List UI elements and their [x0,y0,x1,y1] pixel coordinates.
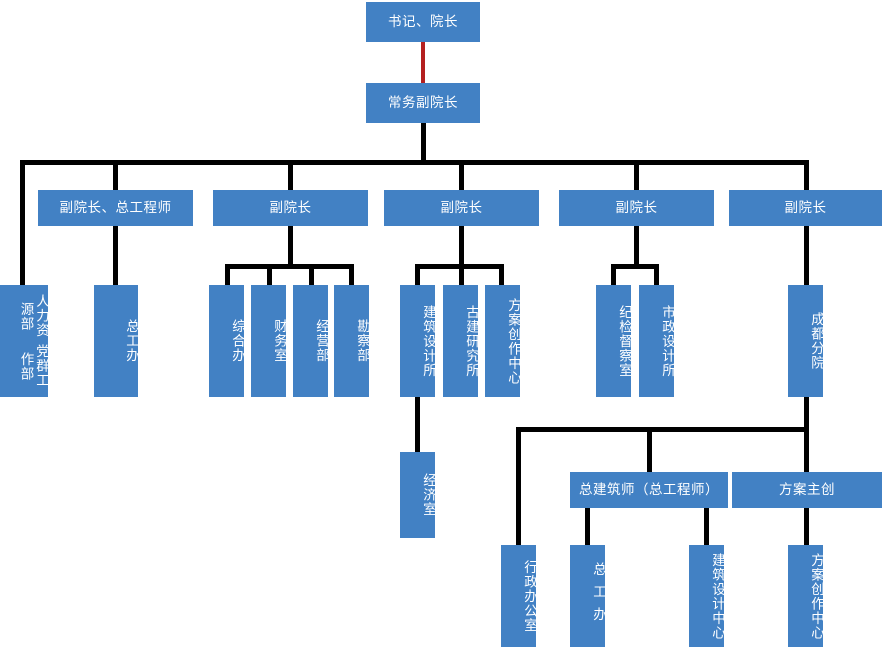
connector-bus-to-scheme-lead [804,427,809,472]
node-business-dept[interactable]: 经营部 [293,285,329,397]
connector-vice-dean-2-down [288,226,293,266]
node-executive-vice-dean[interactable]: 常务副院长 [366,83,480,123]
node-secretary-dean[interactable]: 书记、院长 [366,2,480,42]
connector-bus-to-vice-dean-3 [459,160,464,190]
node-hr-and-party-dept[interactable]: 人力资源部 党群工作部 [0,285,49,397]
connector-bus-to-vice-dean-2 [288,160,293,190]
connector-vice-dean-3-down [459,226,464,266]
connector-vice-dean-2-bus [225,264,354,269]
node-vice-dean-4[interactable]: 副院长 [559,190,714,226]
connector-bus-to-vice-dean-4 [634,160,639,190]
node-ancient-arch-research[interactable]: 古建研究所 [443,285,479,397]
connector-chengdu-branch-down [804,397,809,431]
connector-bus-to-general-office [225,264,230,286]
connector-arch-design-institute-to-economics-office [415,397,420,453]
connector-bus-to-hr-party [20,160,25,286]
connector-vice-dean-4-down [634,226,639,266]
node-scheme-creation-center-2[interactable]: 方案创作中心 [788,545,824,647]
connector-bus-to-finance-office [267,264,272,286]
connector-bus-to-business-dept [309,264,314,286]
node-arch-design-center[interactable]: 建筑设计中心 [689,545,725,647]
connector-vice-dean-chief-engineer-to-chief-engineer-office [113,226,118,286]
connector-chief-architect-to-chief-engineer-office-2 [585,508,590,545]
node-survey-dept[interactable]: 勘察部 [334,285,370,397]
connector-level2-bus [20,160,809,165]
connector-bus-to-ancient-arch-research [459,264,464,286]
connector-chief-architect-to-arch-design-center [704,508,709,545]
node-vice-dean-2[interactable]: 副院长 [213,190,368,226]
connector-bus-to-vice-dean-5 [804,160,809,190]
node-scheme-creation-center[interactable]: 方案创作中心 [485,285,521,397]
node-municipal-design-institute[interactable]: 市政设计所 [639,285,675,397]
node-hr-dept-label: 人力资源部 [17,294,49,338]
node-vice-dean-chief-engineer[interactable]: 副院长、总工程师 [38,190,193,226]
node-scheme-lead[interactable]: 方案主创 [732,472,882,508]
node-party-work-dept-label: 党群工作部 [17,344,49,388]
node-chief-architect[interactable]: 总建筑师（总工程师） [570,472,728,508]
node-economics-office[interactable]: 经济室 [400,452,436,538]
connector-bus-to-chief-architect [647,427,652,472]
connector-bus-to-scheme-creation-center [499,264,504,286]
node-chief-engineer-office-2[interactable]: 总工办 [570,545,606,647]
connector-vice-dean-5-to-chengdu-branch [804,226,809,286]
connector-bus-to-admin-office [516,427,521,545]
connector-bus-to-arch-design-institute [415,264,420,286]
connector-exec-vice-dean-down [421,122,426,164]
connector-bus-to-municipal-design-institute [654,264,659,286]
node-chief-engineer-office[interactable]: 总工办 [94,285,139,397]
connector-dean-to-exec-vice-dean [421,41,425,83]
node-vice-dean-5[interactable]: 副院长 [729,190,882,226]
connector-bus-to-discipline-inspection [611,264,616,286]
node-chengdu-branch[interactable]: 成都分院 [788,285,824,397]
connector-bus-to-vice-dean-chief-engineer [113,160,118,190]
node-general-office[interactable]: 综合办 [209,285,245,397]
node-finance-office[interactable]: 财务室 [251,285,287,397]
node-vice-dean-3[interactable]: 副院长 [384,190,539,226]
connector-vice-dean-4-bus [611,264,659,269]
node-admin-office[interactable]: 行政办公室 [501,545,537,647]
connector-chengdu-branch-bus [516,427,809,432]
connector-bus-to-survey-dept [349,264,354,286]
node-discipline-inspection[interactable]: 纪检督察室 [596,285,632,397]
node-arch-design-institute[interactable]: 建筑设计所 [400,285,436,397]
connector-scheme-lead-to-scheme-creation-center-2 [804,508,809,545]
